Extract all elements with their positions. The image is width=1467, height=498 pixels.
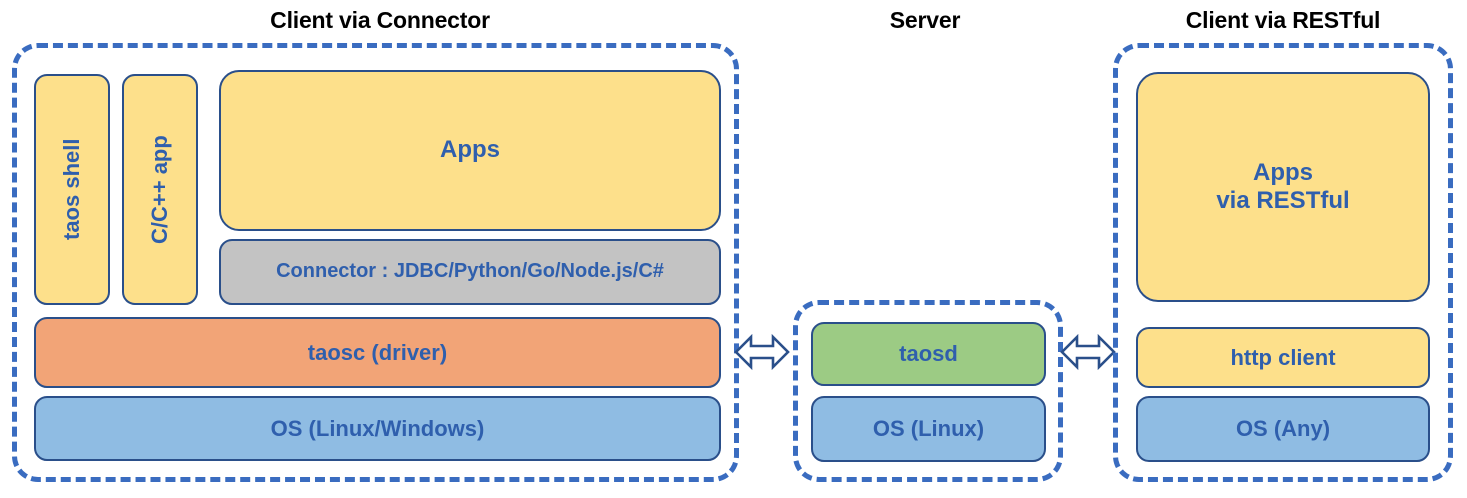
apps-via-restful-line-1: Apps (1253, 158, 1313, 186)
box-apps-connector[interactable]: Apps (219, 70, 721, 231)
apps-via-restful-line-2: via RESTful (1216, 187, 1350, 214)
box-http-client[interactable]: http client (1136, 327, 1430, 388)
box-taos-shell[interactable]: taos shell (34, 74, 110, 305)
box-c-cpp-app[interactable]: C/C++ app (122, 74, 198, 305)
box-os-linux[interactable]: OS (Linux) (811, 396, 1046, 462)
group-client-via-connector (12, 43, 739, 482)
box-os-linux-windows[interactable]: OS (Linux/Windows) (34, 396, 721, 461)
box-connector-list[interactable]: Connector : JDBC/Python/Go/Node.js/C# (219, 239, 721, 305)
title-client-via-connector: Client via Connector (270, 7, 490, 33)
box-apps-via-restful[interactable]: Apps via RESTful (1136, 72, 1430, 302)
arrow-client-to-server-icon (734, 326, 790, 378)
arrow-server-to-restful-client-icon (1060, 326, 1116, 378)
title-server: Server (889, 7, 961, 33)
title-client-via-restful: Client via RESTful (1185, 7, 1381, 33)
box-taosc-driver[interactable]: taosc (driver) (34, 317, 721, 388)
box-taosd[interactable]: taosd (811, 322, 1046, 386)
group-server (793, 300, 1063, 482)
group-client-via-restful (1113, 43, 1453, 482)
box-os-any[interactable]: OS (Any) (1136, 396, 1430, 462)
